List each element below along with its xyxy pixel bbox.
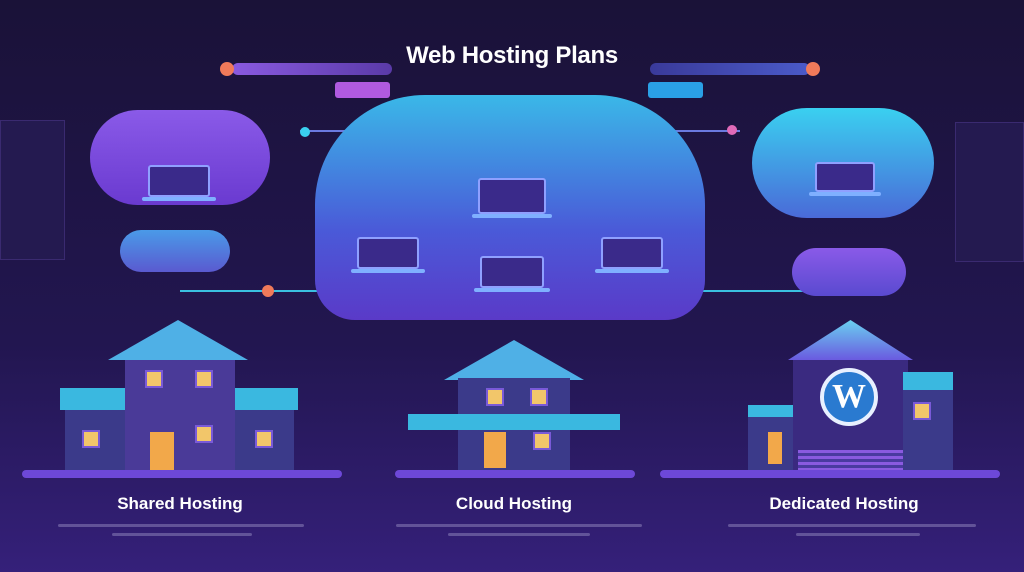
cloud-hosting-house (408, 340, 620, 470)
plan-description (396, 524, 642, 527)
node-dot (300, 127, 310, 137)
plan-title-shared: Shared Hosting (117, 494, 243, 513)
laptop-icon (142, 165, 216, 201)
plan-description (728, 524, 976, 527)
header-tag-left (335, 82, 390, 98)
laptop-icon (474, 256, 550, 292)
laptop-icon (351, 237, 425, 273)
ground-line (660, 470, 1000, 478)
plan-title-cloud: Cloud Hosting (455, 494, 573, 513)
plan-description (448, 533, 590, 536)
plan-description (58, 524, 304, 527)
header-bar-left (232, 63, 392, 75)
network-line (180, 290, 330, 292)
header-dot-right (806, 62, 820, 76)
ground-line (22, 470, 342, 478)
wordpress-logo-icon: W (820, 368, 878, 426)
dedicated-hosting-building: W (748, 320, 953, 470)
header-tag-right (648, 82, 703, 98)
cloud-shared-small (120, 230, 230, 272)
laptop-icon (595, 237, 669, 273)
plan-description (112, 533, 252, 536)
header-bar-right (650, 63, 810, 75)
plan-description (796, 533, 920, 536)
header-dot-left (220, 62, 234, 76)
laptop-icon (809, 162, 881, 196)
cloud-dedicated-small (792, 248, 906, 296)
laptop-icon (472, 178, 552, 218)
ground-line (395, 470, 635, 478)
side-panel-left (0, 120, 65, 260)
side-panel-right (955, 122, 1024, 262)
plan-title-dedicated: Dedicated Hosting (769, 494, 919, 513)
shared-hosting-house (60, 320, 298, 470)
node-dot (262, 285, 274, 297)
page-title: Web Hosting Plans (406, 42, 618, 69)
node-dot (727, 125, 737, 135)
network-line (690, 290, 850, 292)
